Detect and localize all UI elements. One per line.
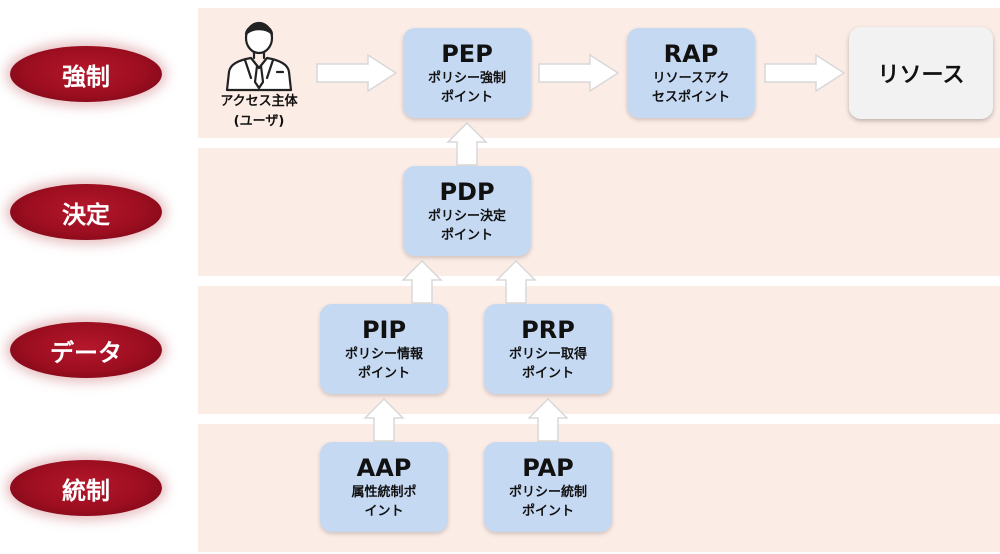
arrow-pip-to-pdp: [401, 259, 443, 304]
node-pip-abbr: PIP: [361, 316, 407, 344]
business-person-icon: [225, 21, 293, 92]
layer-band-decide: [198, 148, 1000, 276]
node-pip: PIP ポリシー情報 ポイント: [320, 304, 448, 394]
access-subject: アクセス主体 (ユーザ): [206, 12, 312, 138]
node-aap-abbr: AAP: [356, 454, 412, 482]
node-rap-abbr: RAP: [663, 40, 719, 68]
node-pep-sub: ポリシー強制 ポイント: [427, 71, 506, 105]
layer-label-enforce: 強制: [10, 46, 162, 102]
node-pap-abbr: PAP: [522, 454, 574, 482]
arrow-user-to-pep: [316, 53, 398, 93]
node-pdp: PDP ポリシー決定 ポイント: [403, 166, 531, 256]
node-rap-sub: リソースアク セスポイント: [651, 71, 730, 105]
node-aap: AAP 属性統制ポ イント: [320, 442, 448, 532]
layer-label-decide: 決定: [10, 184, 162, 240]
node-pep-abbr: PEP: [441, 40, 493, 68]
node-pip-sub: ポリシー情報 ポイント: [344, 347, 423, 381]
node-rap: RAP リソースアク セスポイント: [627, 28, 755, 118]
node-pap-sub: ポリシー統制 ポイント: [508, 485, 587, 519]
node-aap-sub: 属性統制ポ イント: [351, 485, 417, 519]
arrow-pep-to-rap: [538, 53, 620, 93]
arrow-pdp-to-pep: [446, 121, 488, 166]
layer-label-governance: 統制: [10, 460, 162, 516]
node-pdp-abbr: PDP: [439, 178, 495, 206]
layer-label-data: データ: [10, 322, 162, 378]
node-pap: PAP ポリシー統制 ポイント: [484, 442, 612, 532]
arrow-rap-to-resource: [764, 53, 846, 93]
node-prp-sub: ポリシー取得 ポイント: [508, 347, 587, 381]
access-subject-caption: アクセス主体 (ユーザ): [220, 94, 298, 129]
node-pdp-sub: ポリシー決定 ポイント: [427, 209, 506, 243]
node-resource: リソース: [849, 27, 993, 119]
arrow-pap-to-prp: [527, 397, 569, 442]
arrow-aap-to-pip: [363, 397, 405, 442]
arrow-prp-to-pdp: [495, 259, 537, 304]
node-prp-abbr: PRP: [521, 316, 575, 344]
node-prp: PRP ポリシー取得 ポイント: [484, 304, 612, 394]
node-pep: PEP ポリシー強制 ポイント: [403, 28, 531, 118]
